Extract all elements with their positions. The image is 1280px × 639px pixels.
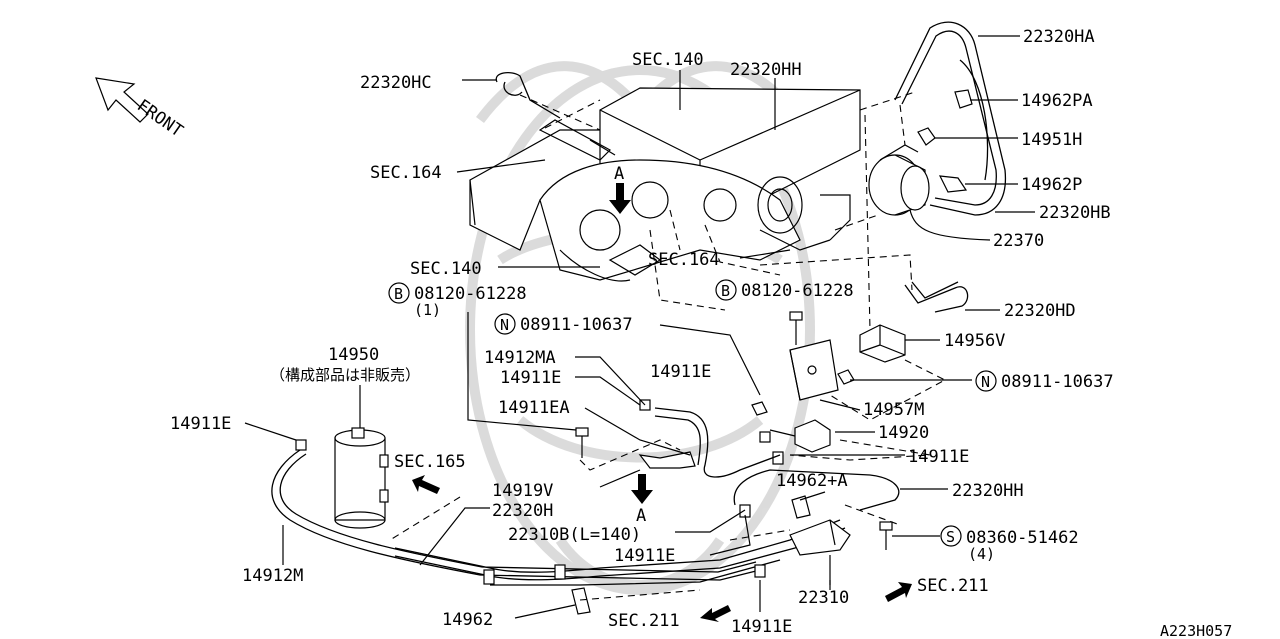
sec211-right-arrow-icon: [885, 582, 912, 602]
label-22320hb: 22320HB: [1039, 203, 1111, 223]
label-14950-note: （構成部品は非販売）: [270, 366, 420, 384]
label-bolt-a: 08120-61228: [414, 284, 527, 304]
label-14912m: 14912M: [242, 566, 303, 586]
clip-14962a: [791, 495, 811, 519]
label-sec165: SEC.165: [394, 452, 466, 472]
hose-22320hd: [904, 284, 969, 313]
bracket-14919v: [638, 451, 696, 469]
label-14962a: 14962+A: [776, 471, 848, 491]
label-22320hh-low: 22320HH: [952, 481, 1024, 501]
canister-14950: [334, 427, 389, 529]
svg-text:S: S: [946, 528, 955, 546]
clip-14962p: [938, 175, 968, 193]
svg-text:B: B: [721, 282, 730, 300]
leader-lines: [244, 35, 1035, 619]
label-14951h: 14951H: [1021, 130, 1082, 150]
label-sec140-mid: SEC.140: [410, 259, 482, 279]
label-14962p: 14962P: [1021, 175, 1082, 195]
marker-bolt-a-icon: B: [388, 282, 410, 304]
label-view-a-bottom: A: [636, 506, 646, 526]
engine-assembly-illustration: [469, 87, 861, 282]
label-14911e-left: 14911E: [170, 414, 231, 434]
hose-22310b: [654, 407, 781, 478]
label-14962: 14962: [442, 610, 493, 630]
bracket-14957m: [789, 339, 839, 401]
label-bolt-a-qty: (1): [414, 301, 441, 319]
nut-08911-b: [837, 369, 855, 385]
marker-screw-icon: S: [940, 525, 962, 547]
hose-22320ha-22320hb: [894, 21, 1007, 216]
label-14950: 14950: [328, 345, 379, 365]
label-14956v: 14956V: [944, 331, 1005, 351]
label-22320hc: 22320HC: [360, 73, 432, 93]
label-view-a-top: A: [614, 164, 624, 184]
label-22370: 22370: [993, 231, 1044, 251]
clip-14962pa: [954, 89, 973, 109]
label-22310b: 22310B(L=140): [508, 525, 641, 545]
label-22320h: 22320H: [492, 501, 553, 521]
label-14911ea: 14911EA: [498, 398, 570, 418]
svg-text:N: N: [500, 316, 509, 334]
label-14911e-3: 14911E: [908, 447, 969, 467]
diagram-id: A223H057: [1160, 622, 1232, 639]
sec165-arrow-icon: [412, 475, 440, 494]
sec211-low-arrow-icon: [700, 605, 731, 622]
view-arrow-a-top-icon: [609, 183, 631, 214]
bolt-08120-a: [575, 427, 589, 458]
label-14911e-2: 14911E: [650, 362, 711, 382]
reference-dashed-lines: [389, 91, 947, 601]
bracket-22310: [789, 519, 851, 585]
svg-text:N: N: [981, 373, 990, 391]
label-14912ma: 14912MA: [484, 348, 556, 368]
label-sec211-low: SEC.211: [608, 611, 680, 631]
svg-text:B: B: [394, 285, 403, 303]
marker-nut-b-icon: N: [975, 370, 997, 392]
label-14919v: 14919V: [492, 481, 553, 501]
valve-14920: [769, 419, 831, 453]
label-nut-b: 08911-10637: [1001, 372, 1114, 392]
label-screw: 08360-51462: [966, 528, 1079, 548]
label-sec164-mid: SEC.164: [648, 250, 720, 270]
front-label: FRONT: [133, 96, 186, 142]
label-14911e-4: 14911E: [614, 546, 675, 566]
label-bolt-b: 08120-61228: [741, 281, 854, 301]
label-22320hh-top: 22320HH: [730, 60, 802, 80]
label-22320hd: 22320HD: [1004, 301, 1076, 321]
label-14911e-1: 14911E: [500, 368, 561, 388]
label-14920: 14920: [878, 423, 929, 443]
valve-14956v: [859, 324, 906, 363]
label-22310: 22310: [798, 588, 849, 608]
hose-22320h: [394, 519, 841, 573]
label-14911e-5: 14911E: [731, 617, 792, 637]
label-sec140-top: SEC.140: [632, 50, 704, 70]
label-sec211-right: SEC.211: [917, 576, 989, 596]
canister-22370: [868, 144, 930, 216]
bolt-08120-b: [789, 311, 803, 345]
hose-22320hc: [495, 71, 561, 119]
label-sec164-left: SEC.164: [370, 163, 442, 183]
nut-08911-a: [751, 401, 768, 416]
label-14962pa: 14962PA: [1021, 91, 1093, 111]
hose-22320hh-low: [733, 469, 900, 511]
label-22320ha: 22320HA: [1023, 27, 1095, 47]
view-arrow-a-bottom-icon: [631, 474, 653, 504]
marker-bolt-b-icon: B: [715, 279, 737, 301]
label-14957m: 14957M: [863, 400, 924, 420]
front-arrow-icon: [95, 77, 149, 123]
clip-14962: [571, 587, 591, 615]
label-nut-a: 08911-10637: [520, 315, 633, 335]
tube-14912m: [271, 449, 761, 581]
label-screw-qty: (4): [968, 545, 995, 563]
nut-14951h: [917, 127, 936, 146]
screw-08360: [879, 521, 893, 550]
marker-nut-a-icon: N: [494, 313, 516, 335]
